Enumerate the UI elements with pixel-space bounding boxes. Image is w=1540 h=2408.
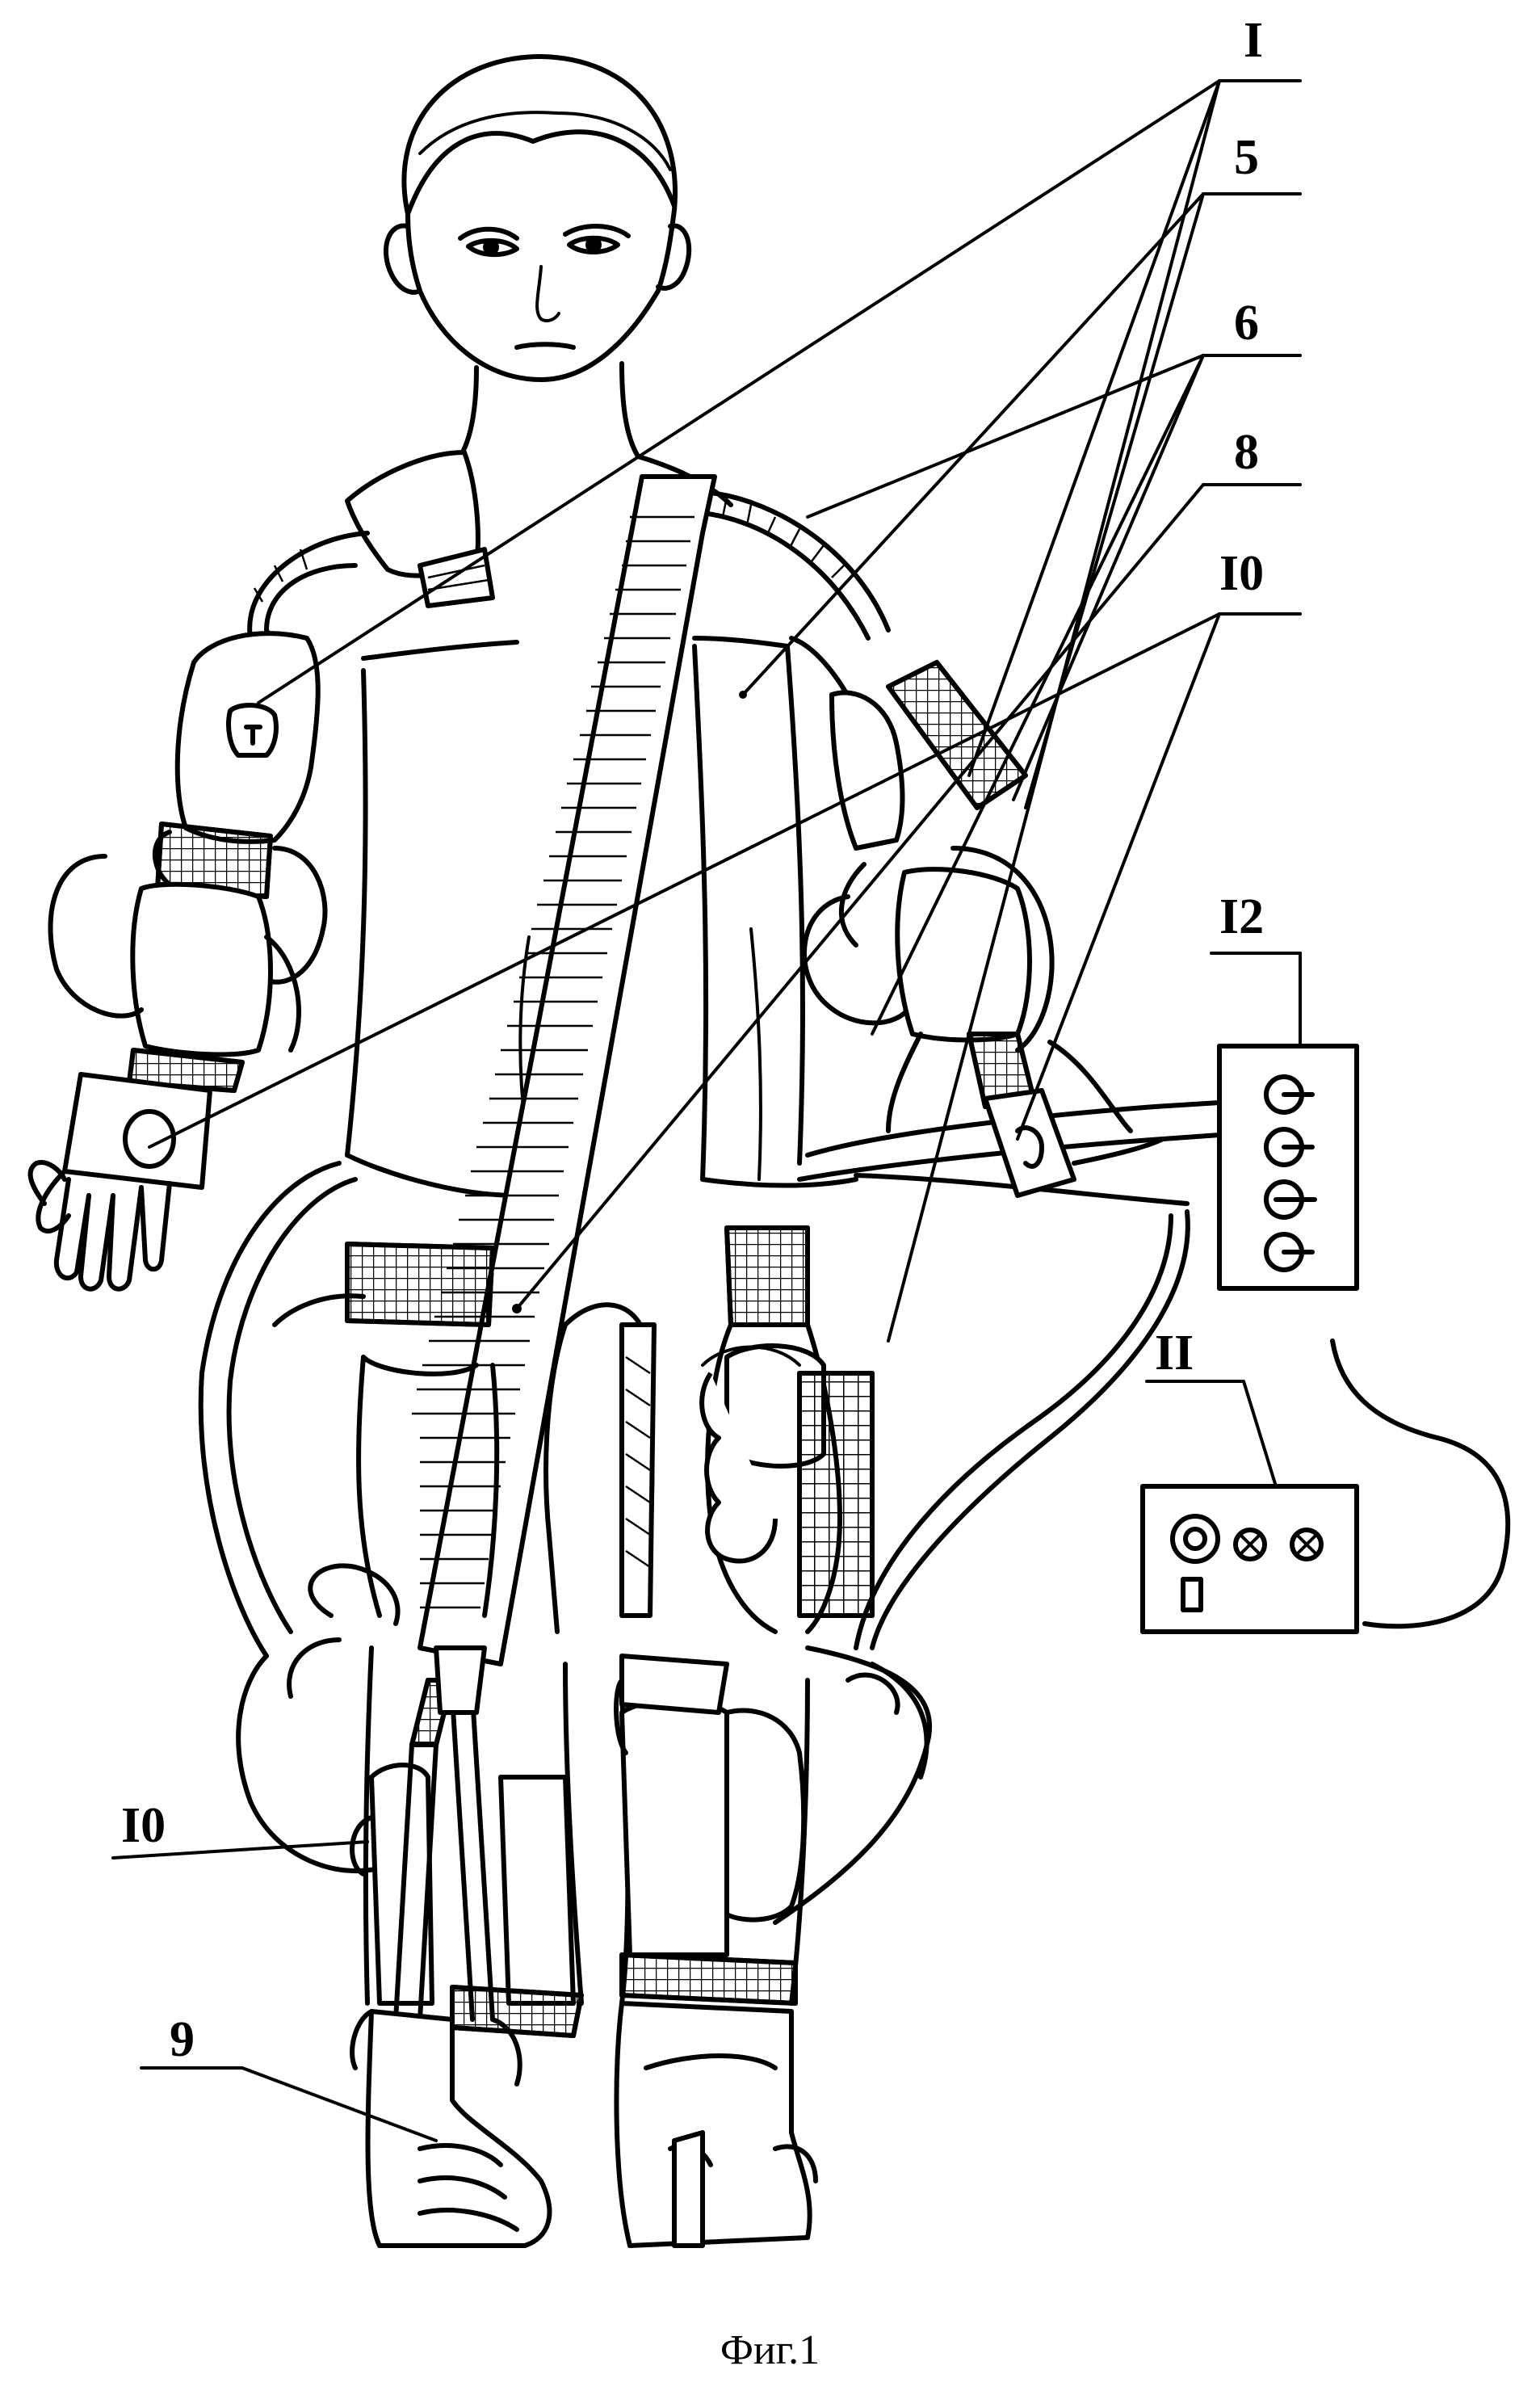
belt-and-shorts [347,1228,872,1632]
left-arm [31,633,325,1289]
label-1: I [1244,13,1263,68]
device-11 [1143,1486,1357,1632]
label-11: II [1155,1326,1194,1381]
label-6: 6 [1234,296,1259,351]
label-8: 8 [1234,425,1259,480]
figure-caption: Фиг.1 [0,2326,1540,2374]
label-9: 9 [170,2012,195,2067]
diagonal-strap [412,477,715,1664]
head [386,57,689,456]
label-5: 5 [1234,130,1259,185]
label-12: I2 [1219,889,1264,944]
label-10-lower: I0 [121,1798,166,1853]
boots [352,2003,816,2246]
control-box-12 [1219,1046,1357,1288]
label-10-upper: I0 [1219,546,1264,601]
legs [352,1648,808,2036]
